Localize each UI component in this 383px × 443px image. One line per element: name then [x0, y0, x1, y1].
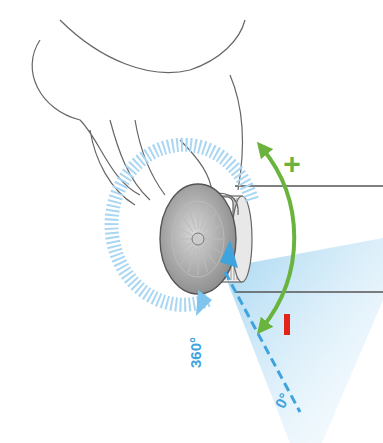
- minus-mark: [284, 314, 290, 335]
- knob-ring: [172, 201, 224, 277]
- knob-spoke: [198, 249, 199, 275]
- rotation-arrowhead: [196, 290, 212, 316]
- knob-spoke: [173, 239, 191, 240]
- knob-spoke: [188, 206, 195, 230]
- hand: [32, 20, 245, 215]
- knob-face: [160, 184, 236, 294]
- knob-spoke: [205, 239, 223, 240]
- knob-spoke: [198, 203, 199, 229]
- knob-hub: [192, 233, 204, 245]
- zero-arrowhead: [220, 240, 238, 268]
- knob-spoke: [175, 243, 192, 253]
- angle-label: 360°: [189, 336, 204, 367]
- knob-spoke: [204, 225, 221, 235]
- rotation-ring: [112, 145, 252, 305]
- knob-spoke: [201, 248, 208, 272]
- tube: [235, 186, 383, 292]
- plus-sign: +: [283, 149, 301, 179]
- knob-spokes: [173, 203, 223, 275]
- zero-line: [225, 272, 300, 412]
